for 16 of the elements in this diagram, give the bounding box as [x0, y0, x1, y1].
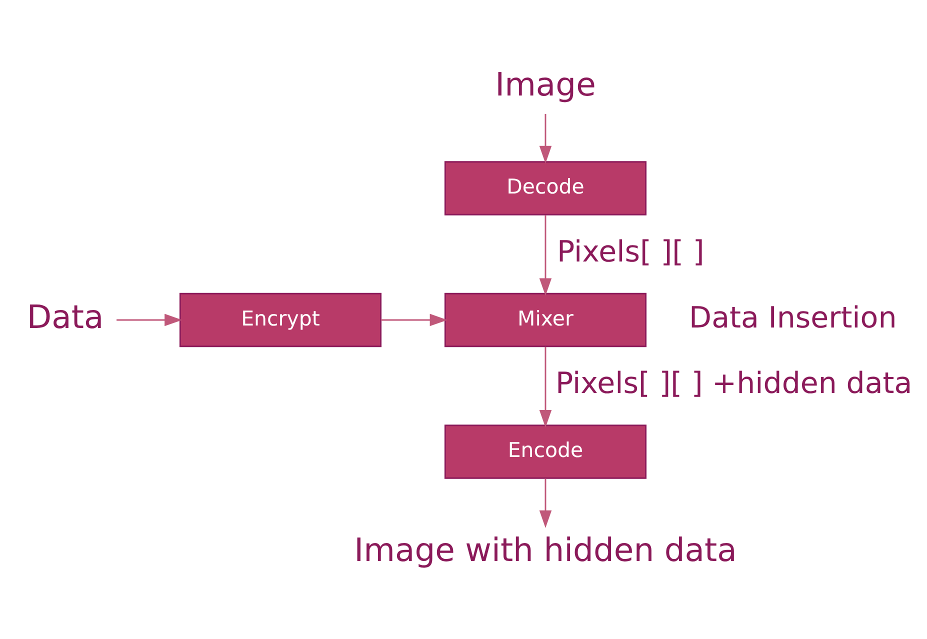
node-box: Encrypt [179, 292, 382, 347]
node-box: Decode [444, 160, 647, 215]
arrow [380, 313, 448, 326]
node-text: Data [26, 298, 104, 336]
arrow [539, 478, 552, 528]
arrow [116, 313, 182, 326]
arrow [539, 113, 552, 163]
node-box: Encode [444, 424, 647, 478]
node-text: Image with hidden data [354, 530, 737, 568]
node-text: Image [495, 64, 596, 103]
node-label: Data Insertion [689, 300, 897, 334]
edge-label: Pixels[ ][ ] +hidden data [556, 366, 912, 400]
arrow [539, 346, 552, 428]
node-box: Mixer [444, 292, 647, 347]
edge-label: Pixels[ ][ ] [557, 234, 704, 268]
arrow [539, 214, 552, 296]
